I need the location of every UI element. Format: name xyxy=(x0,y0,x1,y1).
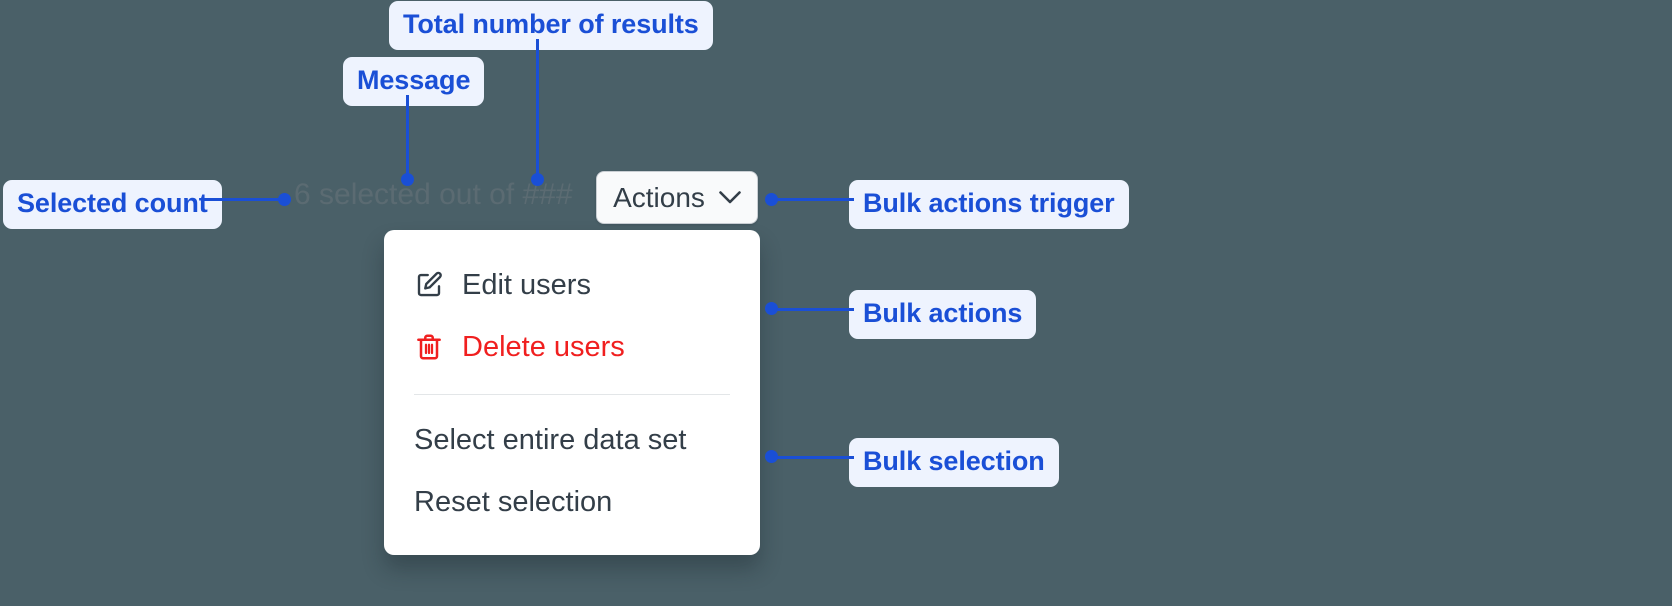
menu-item-select-entire-data-set[interactable]: Select entire data set xyxy=(384,409,760,471)
connector-dot-total-results xyxy=(531,173,544,186)
chevron-down-icon xyxy=(719,190,741,205)
connector-total-results xyxy=(536,39,539,180)
connector-bulk-selection xyxy=(768,456,854,459)
menu-item-label: Edit users xyxy=(462,268,591,301)
callout-bulk-actions-trigger: Bulk actions trigger xyxy=(849,180,1129,229)
menu-item-reset-selection[interactable]: Reset selection xyxy=(384,471,760,533)
connector-dot-bulk-trigger xyxy=(765,193,778,206)
connector-dot-bulk-selection xyxy=(765,450,778,463)
connector-bulk-actions xyxy=(768,308,854,311)
callout-total-number-of-results: Total number of results xyxy=(389,1,713,50)
menu-item-label: Reset selection xyxy=(414,485,613,518)
connector-selected-count xyxy=(201,198,291,201)
menu-item-edit-users[interactable]: Edit users xyxy=(384,254,760,316)
callout-bulk-actions: Bulk actions xyxy=(849,290,1037,339)
bulk-actions-dropdown-menu: Edit users Delete users Select entire da… xyxy=(384,230,760,555)
callout-message: Message xyxy=(343,57,485,106)
menu-item-label: Select entire data set xyxy=(414,423,687,456)
callout-bulk-selection: Bulk selection xyxy=(849,438,1059,487)
menu-item-label: Delete users xyxy=(462,330,625,363)
connector-bulk-trigger xyxy=(768,198,854,201)
edit-pencil-icon xyxy=(414,270,444,300)
actions-button-label: Actions xyxy=(613,181,705,213)
menu-item-delete-users[interactable]: Delete users xyxy=(384,316,760,378)
selection-status-text: 6 selected out of ### xyxy=(294,178,573,211)
connector-dot-selected-count xyxy=(278,193,291,206)
connector-message xyxy=(406,95,409,180)
connector-dot-bulk-actions xyxy=(765,302,778,315)
callout-selected-count: Selected count xyxy=(3,180,222,229)
menu-divider xyxy=(414,394,730,395)
trash-icon xyxy=(414,332,444,362)
connector-dot-message xyxy=(401,173,414,186)
bulk-actions-trigger-button[interactable]: Actions xyxy=(596,171,758,224)
